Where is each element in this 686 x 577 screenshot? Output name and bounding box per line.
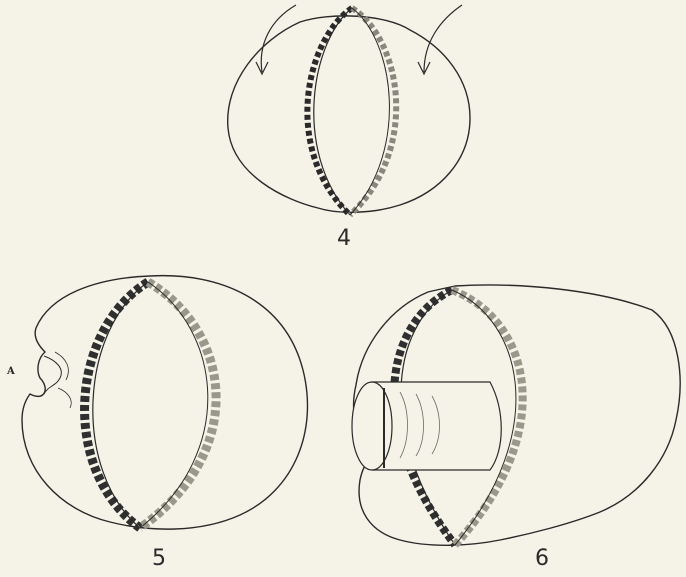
- figure-6-label: 6: [535, 548, 549, 570]
- figure-4-drawing: [228, 5, 470, 215]
- figure-5-label: 5: [152, 548, 166, 570]
- figure-5-annotation-letter: A: [7, 367, 15, 377]
- figure-4-arrow-left: [261, 5, 296, 72]
- figure-6-drawing: [352, 285, 680, 545]
- figure-6-cylinder-end: [352, 382, 392, 470]
- figure-5-drawing: [22, 276, 307, 529]
- figure-5-outline: [22, 276, 307, 529]
- figure-5-band-right: [140, 282, 216, 528]
- figure-4-outline: [228, 16, 470, 212]
- figure-4-label: 4: [337, 228, 351, 250]
- figure-5-band-left: [85, 282, 148, 528]
